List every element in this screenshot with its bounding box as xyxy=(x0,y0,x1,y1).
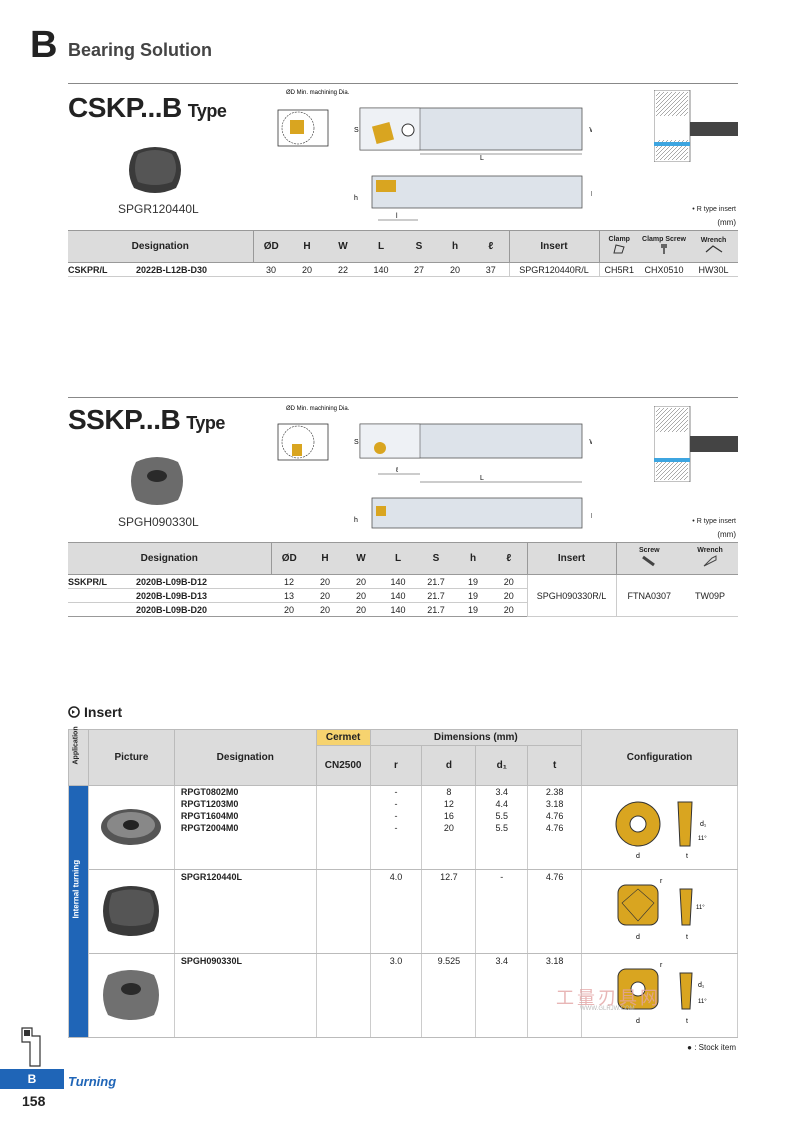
chapter-letter: B xyxy=(30,24,58,66)
svg-text:t: t xyxy=(686,934,688,941)
table-row: CSKPR/L 2022B-L12B-D30 30 20 22 140 27 2… xyxy=(68,262,738,277)
insert-table: Application Picture Designation Cermet D… xyxy=(68,726,738,1038)
unit-note: (mm) xyxy=(717,530,736,539)
svg-text:S: S xyxy=(354,127,359,134)
configuration-drawing: d d₁ 11° t xyxy=(615,801,707,860)
insert-label: SPGH090330L xyxy=(118,515,199,529)
r-type-note: • R type insert xyxy=(692,206,736,213)
svg-text:W: W xyxy=(589,127,592,134)
turning-tool-icon xyxy=(21,1027,41,1067)
unit-note: (mm) xyxy=(717,218,736,227)
insert-picture xyxy=(103,969,160,1020)
svg-text:11°: 11° xyxy=(698,836,707,842)
svg-text:d: d xyxy=(636,1018,640,1025)
svg-text:d₁: d₁ xyxy=(700,821,707,828)
svg-text:d: d xyxy=(636,934,640,941)
screw-icon xyxy=(661,243,667,254)
svg-text:W: W xyxy=(589,439,592,446)
bore-diagram xyxy=(654,90,738,162)
svg-text:h: h xyxy=(354,195,358,202)
insert-picture xyxy=(103,885,160,936)
chapter-title: Bearing Solution xyxy=(68,40,212,60)
wrench-icon xyxy=(705,244,722,252)
bore-diagram xyxy=(654,406,738,482)
svg-text:d₁: d₁ xyxy=(698,982,705,989)
insert-picture xyxy=(101,808,162,845)
holder-drawing: ØD Min. machining Dia. S W ℓ L h H xyxy=(277,406,592,529)
section-divider xyxy=(68,83,738,84)
application-internal-turning: Internal turning xyxy=(68,785,89,1038)
svg-text:h: h xyxy=(354,517,358,524)
chapter-tab[interactable]: B xyxy=(0,1069,64,1089)
svg-text:L: L xyxy=(480,155,484,162)
configuration-drawing: r d d₁ t 11° xyxy=(617,962,707,1025)
holder-drawing: ØD Min. machining Dia. S W L h H l xyxy=(277,90,592,221)
spec-table-cskp: Designation ØD H W L S h ℓ Insert Clamp … xyxy=(68,230,738,277)
clamp-icon xyxy=(613,243,625,253)
insert-heading: Insert xyxy=(68,704,122,720)
configuration-drawing: r d t 11° xyxy=(617,878,705,941)
svg-text:11°: 11° xyxy=(696,905,705,911)
svg-text:t: t xyxy=(686,853,688,860)
svg-text:ØD Min. machining Dia.: ØD Min. machining Dia. xyxy=(286,90,350,96)
svg-text:t: t xyxy=(686,1018,688,1025)
r-type-note: • R type insert xyxy=(692,518,736,525)
svg-text:r: r xyxy=(660,962,663,969)
insert-picture xyxy=(129,147,181,193)
svg-text:r: r xyxy=(660,878,663,885)
svg-text:L: L xyxy=(480,475,484,482)
svg-text:ℓ: ℓ xyxy=(395,467,399,474)
page-number: 158 xyxy=(22,1093,46,1109)
wrench-icon xyxy=(703,554,717,566)
screw-icon xyxy=(642,555,656,566)
chapter-tab-name: Turning xyxy=(68,1074,117,1089)
col-designation: Designation xyxy=(68,230,253,263)
watermark-url: WWW.GLRJW.COM xyxy=(580,1006,635,1012)
svg-text:H: H xyxy=(591,191,592,198)
arrow-circle-icon xyxy=(68,706,80,718)
svg-text:11°: 11° xyxy=(698,999,707,1005)
svg-text:ØD Min. machining Dia.: ØD Min. machining Dia. xyxy=(286,406,350,412)
insert-label: SPGR120440L xyxy=(118,202,199,216)
insert-picture xyxy=(131,457,183,505)
col-designation: Designation xyxy=(68,542,271,575)
section-divider xyxy=(68,397,738,398)
svg-text:S: S xyxy=(354,439,359,446)
svg-text:d: d xyxy=(636,853,640,860)
svg-text:H: H xyxy=(591,513,592,520)
watermark: 工量刃具网 xyxy=(556,988,661,1008)
svg-text:l: l xyxy=(396,213,398,220)
spec-table-sskp: Designation ØD H W L S h ℓ Insert Screw … xyxy=(68,542,738,617)
stock-note: ● : Stock item xyxy=(687,1043,736,1052)
